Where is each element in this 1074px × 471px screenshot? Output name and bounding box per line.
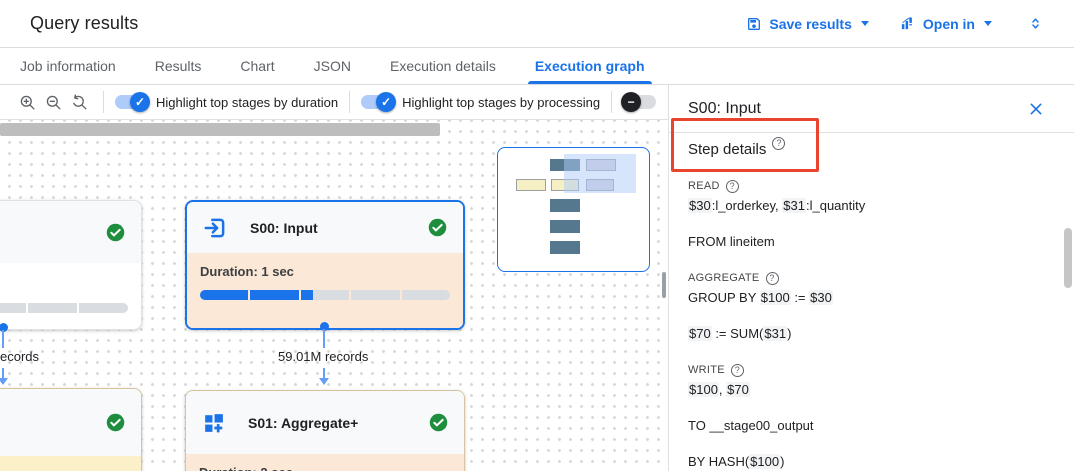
caret-down-icon: [860, 21, 869, 26]
theme-toggle[interactable]: −: [621, 92, 657, 112]
step-section-label: AGGREGATE?: [688, 268, 1055, 288]
step-code-line: $100, $70: [688, 382, 750, 397]
stage-duration-label: Duration: 1 sec: [200, 264, 294, 279]
panel-header: S00: Input: [669, 85, 1074, 133]
minimap-stage-rect: [550, 199, 580, 212]
toolbar-separator: [611, 91, 613, 113]
edge-records-label: 59.01M records: [278, 349, 369, 364]
stage-card-s00[interactable]: S00: Input Duration: 1 sec: [185, 200, 465, 330]
step-details-heading: Step details ?: [688, 137, 786, 162]
edge-line: [2, 368, 4, 379]
duration-bar-segment: [0, 303, 27, 313]
chart-icon: [899, 16, 916, 31]
panel-body: Step details ? READ? $30:l_orderkey, $31:…: [669, 133, 1074, 471]
stage-card-partial[interactable]: [0, 388, 142, 471]
step-code-line: FROM lineitem: [688, 234, 775, 249]
stage-title: S00: Input: [250, 219, 318, 236]
minimap-stage-rect: [550, 220, 580, 233]
collapse-expand-icon[interactable]: [1022, 11, 1048, 37]
toggle-duration-label: Highlight top stages by duration: [156, 94, 339, 110]
toggle-processing-label: Highlight top stages by processing: [402, 94, 601, 110]
stage-details-panel: S00: Input Step details ? READ? $30:l_ord…: [668, 85, 1074, 471]
duration-bar-segment: [250, 290, 299, 300]
edge-line: [2, 330, 4, 348]
help-icon[interactable]: ?: [725, 179, 739, 193]
duration-bar-segment: [401, 290, 451, 300]
duration-bar-segment: [200, 290, 249, 300]
execution-graph-canvas[interactable]: S00: Input Duration: 1 sec S01: Aggregat…: [0, 120, 668, 471]
graph-horizontal-scrollbar[interactable]: [0, 123, 440, 136]
stage-completed-icon: [427, 217, 448, 238]
help-icon[interactable]: ?: [772, 137, 786, 150]
edge-arrowhead-icon: [0, 378, 8, 385]
step-code-line: BY HASH($100): [688, 454, 785, 469]
step-section-label: READ?: [688, 176, 1055, 196]
zoom-out-icon[interactable]: [40, 89, 66, 115]
highlight-duration-toggle[interactable]: ✓: [115, 92, 150, 112]
header: Query results Save results Open in: [0, 0, 1074, 48]
tab-execution-details[interactable]: Execution details: [389, 58, 496, 74]
tab-chart[interactable]: Chart: [240, 58, 275, 74]
edge-output-dot: [320, 322, 329, 331]
results-tabbar: Job information Results Chart JSON Execu…: [0, 48, 1074, 85]
help-icon[interactable]: ?: [730, 363, 744, 377]
stage-title: S01: Aggregate+: [248, 414, 359, 431]
stage-card-partial[interactable]: [0, 200, 142, 330]
stage-completed-icon: [105, 412, 126, 433]
save-icon: [746, 16, 762, 32]
edge-records-label: ecords: [0, 349, 40, 364]
duration-bar: [0, 303, 128, 313]
toggle-processing-group: ✓ Highlight top stages by processing: [361, 92, 601, 112]
save-results-button[interactable]: Save results: [746, 16, 869, 32]
graph-toolbar: ✓ Highlight top stages by duration ✓ Hig…: [0, 85, 668, 120]
step-section-label: WRITE?: [688, 360, 1055, 380]
zoom-reset-icon[interactable]: [66, 89, 92, 115]
stage-card-s01[interactable]: S01: Aggregate+ Duration: 2 sec: [185, 390, 465, 471]
tab-results[interactable]: Results: [154, 58, 202, 74]
edge-arrowhead-icon: [319, 378, 329, 385]
help-icon[interactable]: ?: [765, 271, 779, 285]
toggle-check-icon: ✓: [376, 92, 397, 112]
zoom-in-icon[interactable]: [14, 89, 40, 115]
minimap-stage-rect: [550, 241, 580, 254]
panel-scrollbar[interactable]: [1064, 228, 1072, 288]
minimap[interactable]: [497, 147, 650, 272]
open-in-button[interactable]: Open in: [899, 16, 992, 32]
toggle-check-icon: ✓: [130, 92, 150, 112]
step-code-line: TO __stage00_output: [688, 418, 814, 433]
toolbar-separator: [103, 91, 104, 113]
toolbar-separator: [349, 91, 351, 113]
duration-bar: [200, 290, 451, 300]
stage-duration-label: Duration: 2 sec: [199, 465, 451, 471]
step-code-line: $30:l_orderkey, $31:l_quantity: [688, 198, 866, 213]
graph-vertical-scrollbar[interactable]: [662, 272, 666, 298]
duration-bar-segment: [351, 290, 400, 300]
edge-line: [323, 329, 325, 348]
step-code-line: $70 := SUM($31): [688, 326, 792, 341]
stage-completed-icon: [428, 412, 449, 433]
highlight-processing-toggle[interactable]: ✓: [361, 92, 397, 112]
minimap-stage-rect: [516, 179, 546, 191]
step-code-line: GROUP BY $100 := $30: [688, 290, 833, 305]
caret-down-icon: [984, 21, 992, 26]
minimap-viewport[interactable]: [564, 154, 636, 193]
page-title: Query results: [30, 13, 139, 33]
duration-bar-segment: [28, 303, 78, 313]
tab-execution-graph[interactable]: Execution graph: [527, 48, 652, 84]
input-stage-icon: [202, 215, 228, 241]
toggle-minus-icon: −: [621, 92, 642, 112]
panel-title: S00: Input: [688, 99, 761, 117]
close-icon[interactable]: [1028, 101, 1044, 117]
header-actions: Save results Open in: [746, 11, 1048, 37]
duration-bar-segment: [79, 303, 128, 313]
stage-completed-icon: [105, 222, 126, 243]
edge-line: [323, 368, 325, 379]
aggregate-stage-icon: [201, 410, 226, 435]
toggle-duration-group: ✓ Highlight top stages by duration: [115, 92, 339, 112]
edge-output-dot: [0, 323, 8, 332]
duration-bar-segment: [300, 290, 350, 300]
tab-json[interactable]: JSON: [313, 58, 351, 74]
tab-job-information[interactable]: Job information: [20, 58, 116, 74]
